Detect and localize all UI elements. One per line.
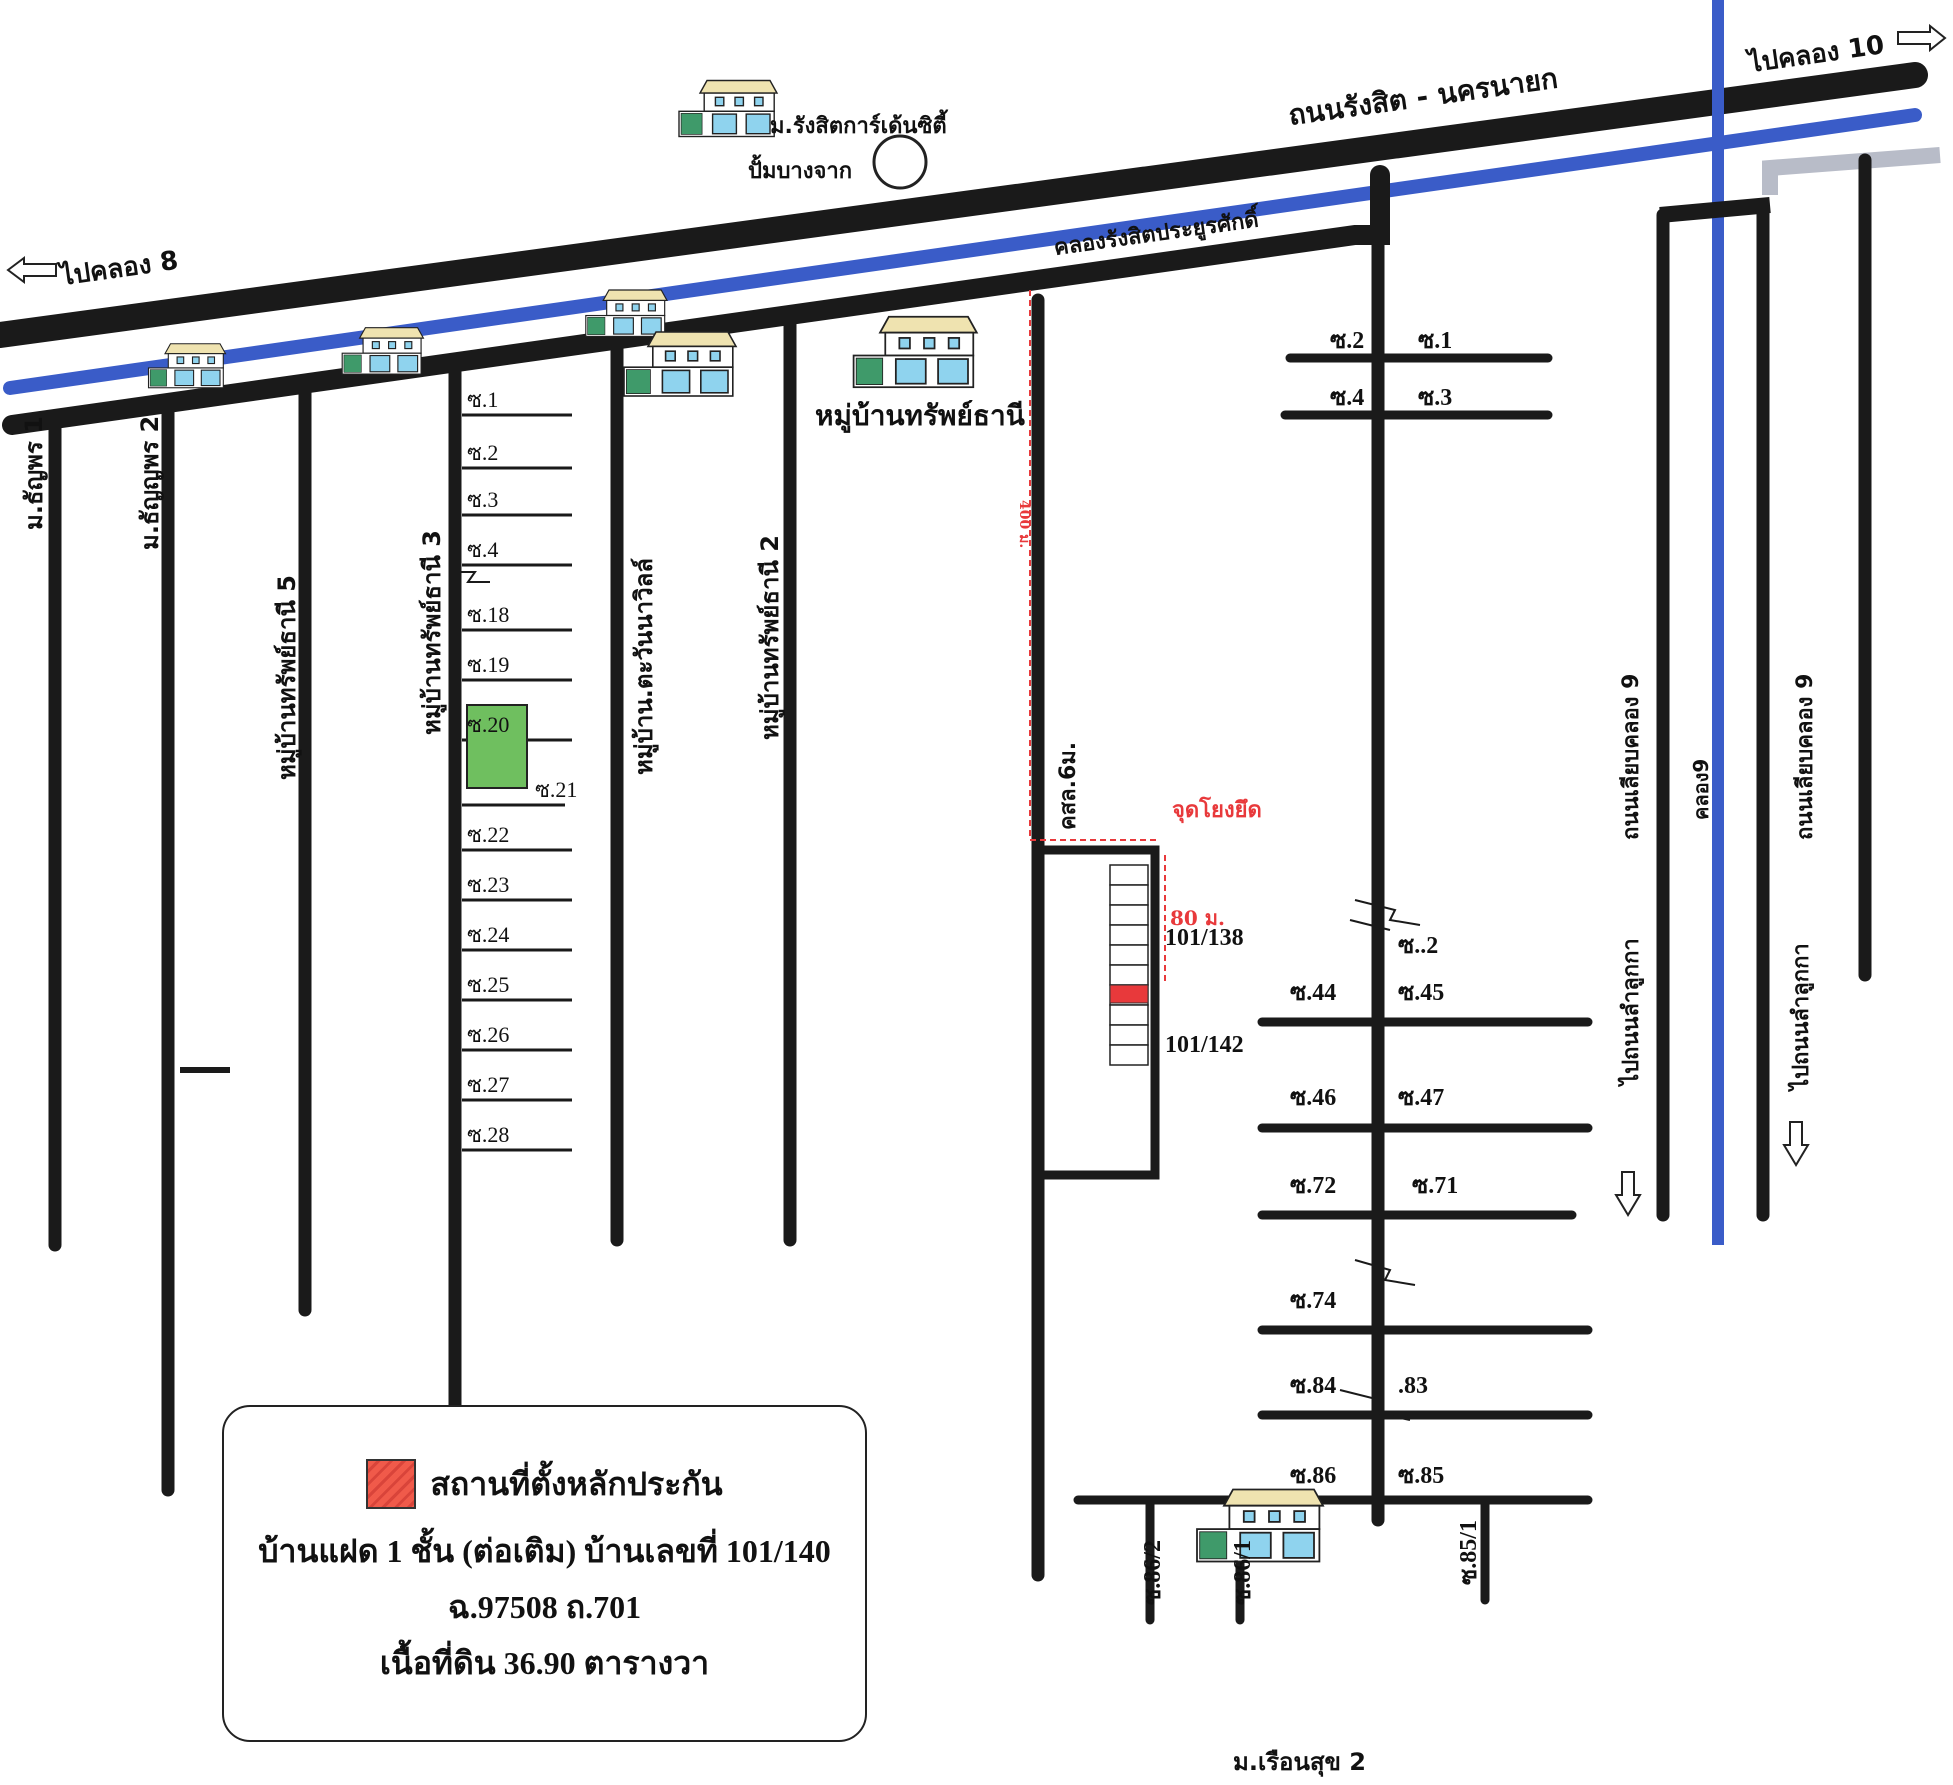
soi-label: ซ.21	[535, 777, 577, 802]
reference-point-label: จุดโยงยึด	[1172, 796, 1262, 824]
house-lot	[1109, 1044, 1149, 1066]
village-label: ม.ธัญพร 1	[20, 416, 48, 530]
soi-label: ซ.86	[1290, 1463, 1336, 1489]
soi-label: ซ.20	[467, 712, 509, 737]
canal-rangsit	[3, 108, 1922, 395]
village-label: ม.ธัญญพร 2	[136, 416, 164, 550]
soi-label: ซ.47	[1398, 1085, 1444, 1111]
house-lot	[1109, 1004, 1149, 1026]
soi-label: ซ.72	[1290, 1173, 1336, 1199]
to-lamlukka-label: ไปถนนลำลูกกา	[1787, 943, 1815, 1092]
soi-label: ซ.22	[467, 822, 509, 847]
frontage-road	[2, 165, 1390, 435]
soi-label: ซ.23	[467, 872, 509, 897]
soi-label: ซ.24	[467, 922, 509, 947]
soi-label: ซ.1	[1418, 328, 1452, 354]
soi-label: ซ.45	[1398, 980, 1444, 1006]
canal-9-label: คลอง9	[1689, 759, 1713, 820]
soi-label: ซ.86/1	[1230, 1540, 1256, 1605]
soi-label: ซ.3	[467, 487, 498, 512]
soi-label: ซ.1	[467, 387, 498, 412]
road-label: ถนนเลียบคลอง 9	[1619, 674, 1644, 840]
village-label: หมู่บ้านทรัพย์ธานี 3	[418, 530, 447, 735]
road-klong6-label: คสล.6ม.	[1056, 742, 1081, 830]
soi-label: ซ.85/1	[1456, 1520, 1482, 1585]
pump-label: ปั้มบางจาก	[748, 154, 852, 184]
park-area	[466, 704, 528, 789]
house-icon	[678, 79, 778, 138]
soi-label: ซ.2	[1330, 328, 1364, 354]
soi-label: ซ.85	[1398, 1463, 1444, 1489]
distance-400-label: 400 ม.	[1016, 500, 1032, 548]
village-label: หมู่บ้านทรัพย์ธานี	[815, 399, 1025, 433]
house-lot	[1109, 924, 1149, 946]
house-lots	[1109, 864, 1149, 1066]
house-icon	[852, 315, 978, 389]
village-label: หมู่บ้านทรัพย์ธานี 5	[273, 575, 302, 780]
soi-label: .83	[1398, 1373, 1428, 1399]
soi-label: ซ.4	[1330, 385, 1364, 411]
soi-label: ซ.74	[1290, 1288, 1336, 1314]
highway-rangsit-nakhonnayok	[0, 62, 1928, 348]
break-marks	[458, 571, 1421, 1421]
house-number-label: 101/138	[1165, 925, 1244, 951]
distance-80-label: 80 ม.	[1170, 906, 1225, 930]
soi-label: ซ.86/2	[1140, 1540, 1166, 1605]
arrow-down-icon	[1614, 1171, 1642, 1217]
left-roads	[48, 153, 1872, 1582]
project-loop-road	[1038, 845, 1160, 1180]
arrow-left-icon	[6, 256, 57, 284]
garden-city-label: ม.รังสิตการ์เด้นซิตี้	[770, 109, 949, 139]
house-lot	[1109, 864, 1149, 886]
soi-label: ซ.4	[467, 537, 498, 562]
pump-station-icon	[872, 134, 928, 190]
soi-label: ซ.18	[467, 602, 509, 627]
legend-line-1: บ้านแฝด 1 ชั้น (ต่อเติม) บ้านเลขที่ 101/…	[258, 1533, 831, 1569]
road-label: ถนนเลียบคลอง 9	[1793, 674, 1818, 840]
soi-label: ซ.84	[1290, 1373, 1336, 1399]
house-lot	[1109, 944, 1149, 966]
legend-title: สถานที่ตั้งหลักประกัน	[430, 1466, 723, 1502]
arrow-right-icon	[1897, 23, 1947, 53]
soi-label: ซ.28	[467, 1122, 509, 1147]
collateral-lot[interactable]	[1109, 984, 1149, 1004]
legend-line-2: ฉ.97508 ถ.701	[447, 1589, 642, 1625]
soi-label: ซ.25	[467, 972, 509, 997]
village-label: หมู่บ้าน.ตะวันนาวิลล์	[630, 558, 659, 775]
right-soi-lines	[1073, 353, 1593, 1625]
soi-label: ซ.46	[1290, 1085, 1336, 1111]
soi-label: ซ.19	[467, 652, 509, 677]
legend-box: สถานที่ตั้งหลักประกัน บ้านแฝด 1 ชั้น (ต่…	[222, 1405, 867, 1742]
village-label: หมู่บ้านทรัพย์ธานี 2	[756, 535, 785, 740]
to-khlong-8-label: ไปคลอง 8	[56, 244, 181, 293]
house-lot	[1109, 904, 1149, 926]
soi-label: ซ.2	[467, 440, 498, 465]
east-connector	[1659, 197, 1771, 223]
arrow-down-icon	[1782, 1121, 1810, 1167]
collateral-swatch	[366, 1459, 417, 1509]
house-lot	[1109, 1024, 1149, 1046]
house-lot	[1109, 964, 1149, 986]
house-lot	[1109, 884, 1149, 906]
grey-road	[1762, 147, 1941, 195]
to-lamlukka-label: ไปถนนลำลูกกา	[1617, 938, 1645, 1087]
soi-label: ซ..2	[1398, 933, 1438, 959]
legend-line-3: เนื้อที่ดิน 36.90 ตารางวา	[379, 1645, 710, 1681]
soi-label: ซ.26	[467, 1022, 509, 1047]
soi-label: ซ.27	[467, 1072, 509, 1097]
soi-label: ซ.71	[1412, 1173, 1458, 1199]
soi-label: ซ.3	[1418, 385, 1452, 411]
soi-label: ซ.44	[1290, 980, 1336, 1006]
village-label: ม.เรือนสุข 2	[1233, 1748, 1366, 1778]
house-number-label: 101/142	[1165, 1032, 1244, 1058]
